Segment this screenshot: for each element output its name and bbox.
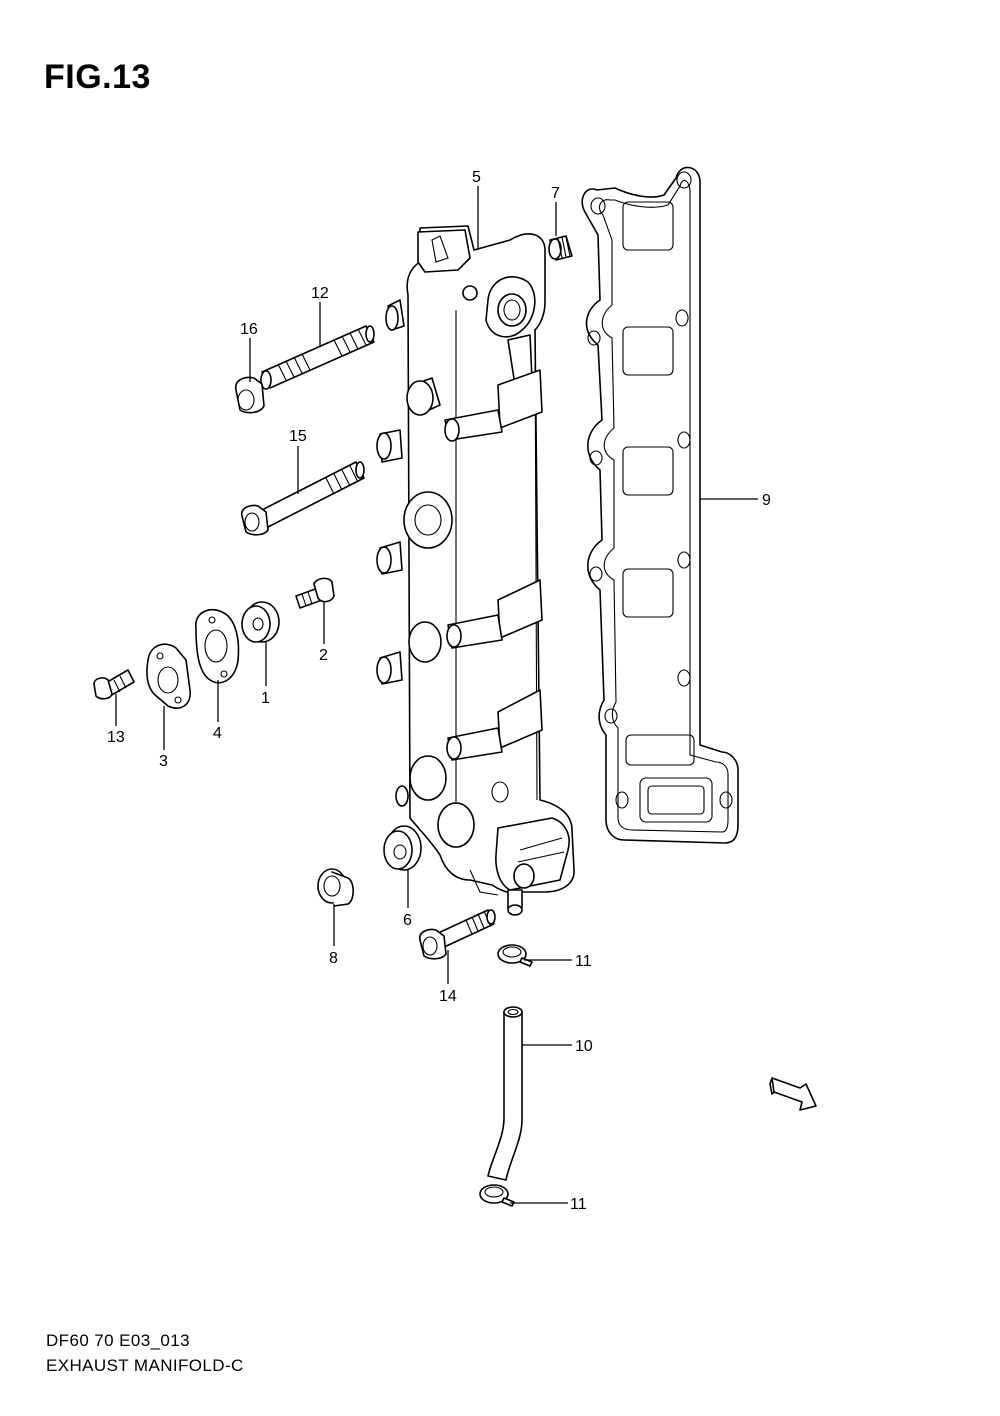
- figure-title: FIG.13: [44, 58, 151, 96]
- part-14-bolt: [418, 909, 496, 960]
- part-11-clip-lower: [479, 1184, 515, 1207]
- callout-11-lower: 11: [570, 1196, 587, 1213]
- part-7-plug: [548, 235, 573, 261]
- manifold-bosses: [376, 299, 509, 848]
- part-6-grommet: [383, 825, 422, 871]
- callout-7: 7: [551, 185, 560, 202]
- callout-16: 16: [240, 321, 258, 338]
- part-3-cover: [146, 643, 191, 709]
- leader-lines: [115, 186, 758, 1204]
- callout-15: 15: [289, 428, 307, 445]
- part-10-hose: [487, 1006, 523, 1181]
- part-13-bolt: [93, 669, 135, 700]
- part-2-screw: [295, 577, 335, 609]
- callout-10: 10: [575, 1038, 593, 1055]
- callout-13: 13: [107, 729, 125, 746]
- part-12-stud: [260, 325, 375, 390]
- callout-1: 1: [261, 690, 270, 707]
- callout-5: 5: [472, 169, 481, 186]
- callout-4: 4: [213, 725, 222, 742]
- callout-8: 8: [329, 950, 338, 967]
- callout-9: 9: [762, 492, 771, 509]
- part-16-nut: [234, 376, 265, 414]
- callout-12: 12: [311, 285, 329, 302]
- callout-6: 6: [403, 912, 412, 929]
- part-8-plug: [317, 868, 355, 907]
- part-4-gasket: [195, 608, 240, 684]
- figure-name: EXHAUST MANIFOLD-C: [46, 1356, 244, 1375]
- callout-2: 2: [319, 647, 328, 664]
- callout-11-upper: 11: [575, 953, 592, 970]
- manifold-gasket: [581, 166, 739, 844]
- part-11-clip-upper: [497, 944, 533, 967]
- part-1-grommet: [241, 601, 280, 643]
- exhaust-manifold: [376, 225, 575, 916]
- callout-labels: 5 7 12 16 15 9 2 1 4 3 13 6 8 14 11 10 1…: [107, 169, 771, 1213]
- callout-14: 14: [439, 988, 457, 1005]
- fwd-direction-icon: FWD: [769, 1077, 817, 1111]
- callout-3: 3: [159, 753, 168, 770]
- part-15-bolt: [240, 461, 365, 536]
- figure-code: DF60 70 E03_013: [46, 1331, 190, 1350]
